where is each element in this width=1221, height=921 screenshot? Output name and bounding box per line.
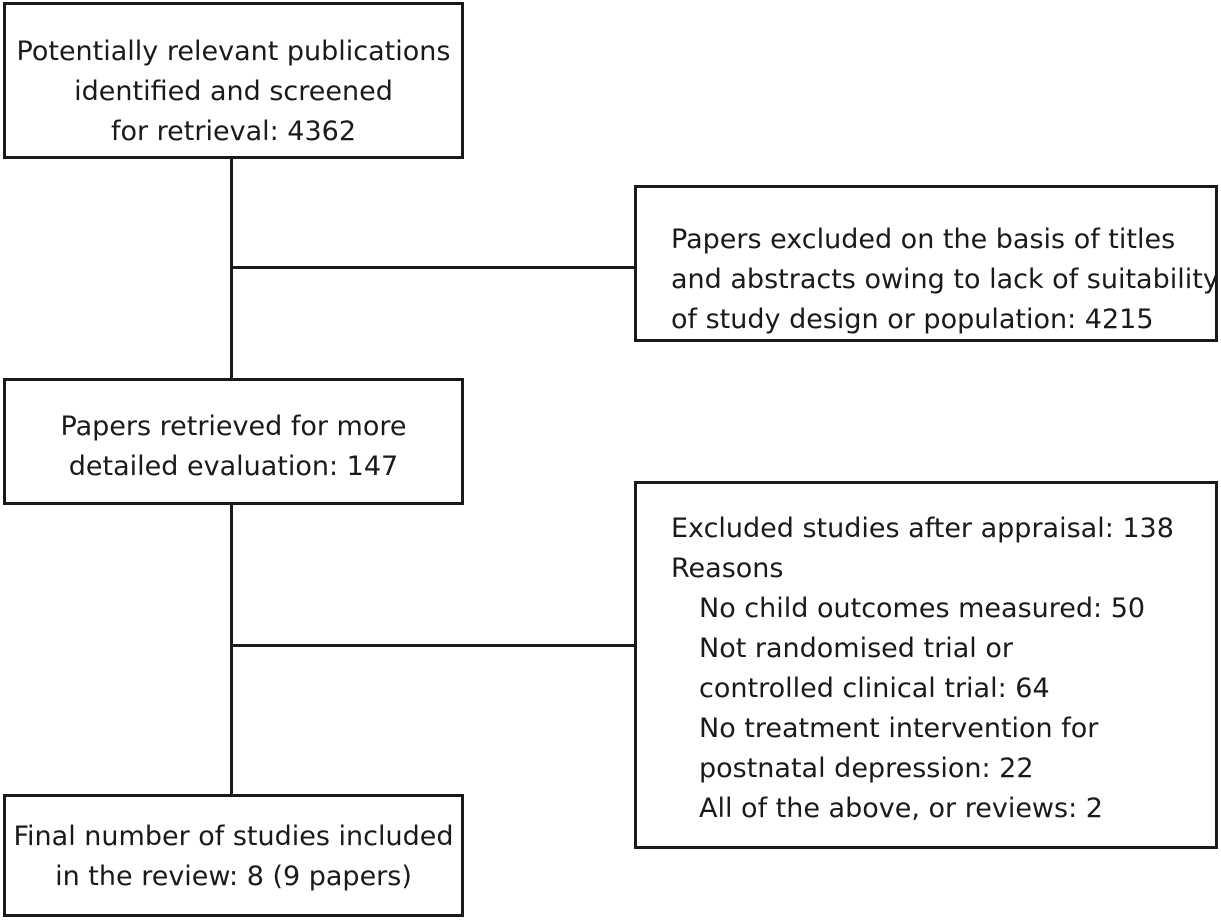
retrieved-box: Papers retrieved for more detailed evalu… (3, 378, 464, 505)
identified-box: Potentially relevant publications identi… (3, 2, 464, 159)
connector-to-excluded-appraisal (230, 644, 634, 647)
reason-item: All of the above, or reviews: 2 (699, 793, 1103, 824)
reason-item: controlled clinical trial: 64 (699, 673, 1050, 704)
excluded-titles-line-1: Papers excluded on the basis of titles (671, 224, 1176, 255)
identified-line-2: identified and screened (74, 76, 393, 107)
identified-line-3: for retrieval: 4362 (110, 116, 357, 147)
retrieved-line-1: Papers retrieved for more (60, 411, 407, 442)
final-box: Final number of studies included in the … (3, 794, 464, 917)
reason-item: No child outcomes measured: 50 (699, 593, 1146, 624)
excluded-appraisal-box: Excluded studies after appraisal: 138 Re… (634, 481, 1218, 849)
excluded-titles-line-2: and abstracts owing to lack of suitabili… (671, 264, 1219, 295)
reasons-label: Reasons (671, 553, 784, 584)
retrieved-line-2: detailed evaluation: 147 (68, 451, 399, 482)
final-line-1: Final number of studies included (13, 821, 454, 852)
reason-item: No treatment intervention for (699, 713, 1099, 744)
excluded-appraisal-heading: Excluded studies after appraisal: 138 (671, 513, 1174, 544)
reason-item: postnatal depression: 22 (699, 753, 1034, 784)
excluded-titles-line-3: of study design or population: 4215 (671, 304, 1154, 335)
final-line-2: in the review: 8 (9 papers) (55, 861, 412, 892)
connector-to-excluded-titles (230, 266, 634, 269)
reason-item: Not randomised trial or (699, 633, 1013, 664)
identified-line-1: Potentially relevant publications (16, 36, 451, 67)
excluded-titles-box: Papers excluded on the basis of titles a… (634, 185, 1219, 342)
connector-retrieved-to-final (230, 505, 233, 794)
